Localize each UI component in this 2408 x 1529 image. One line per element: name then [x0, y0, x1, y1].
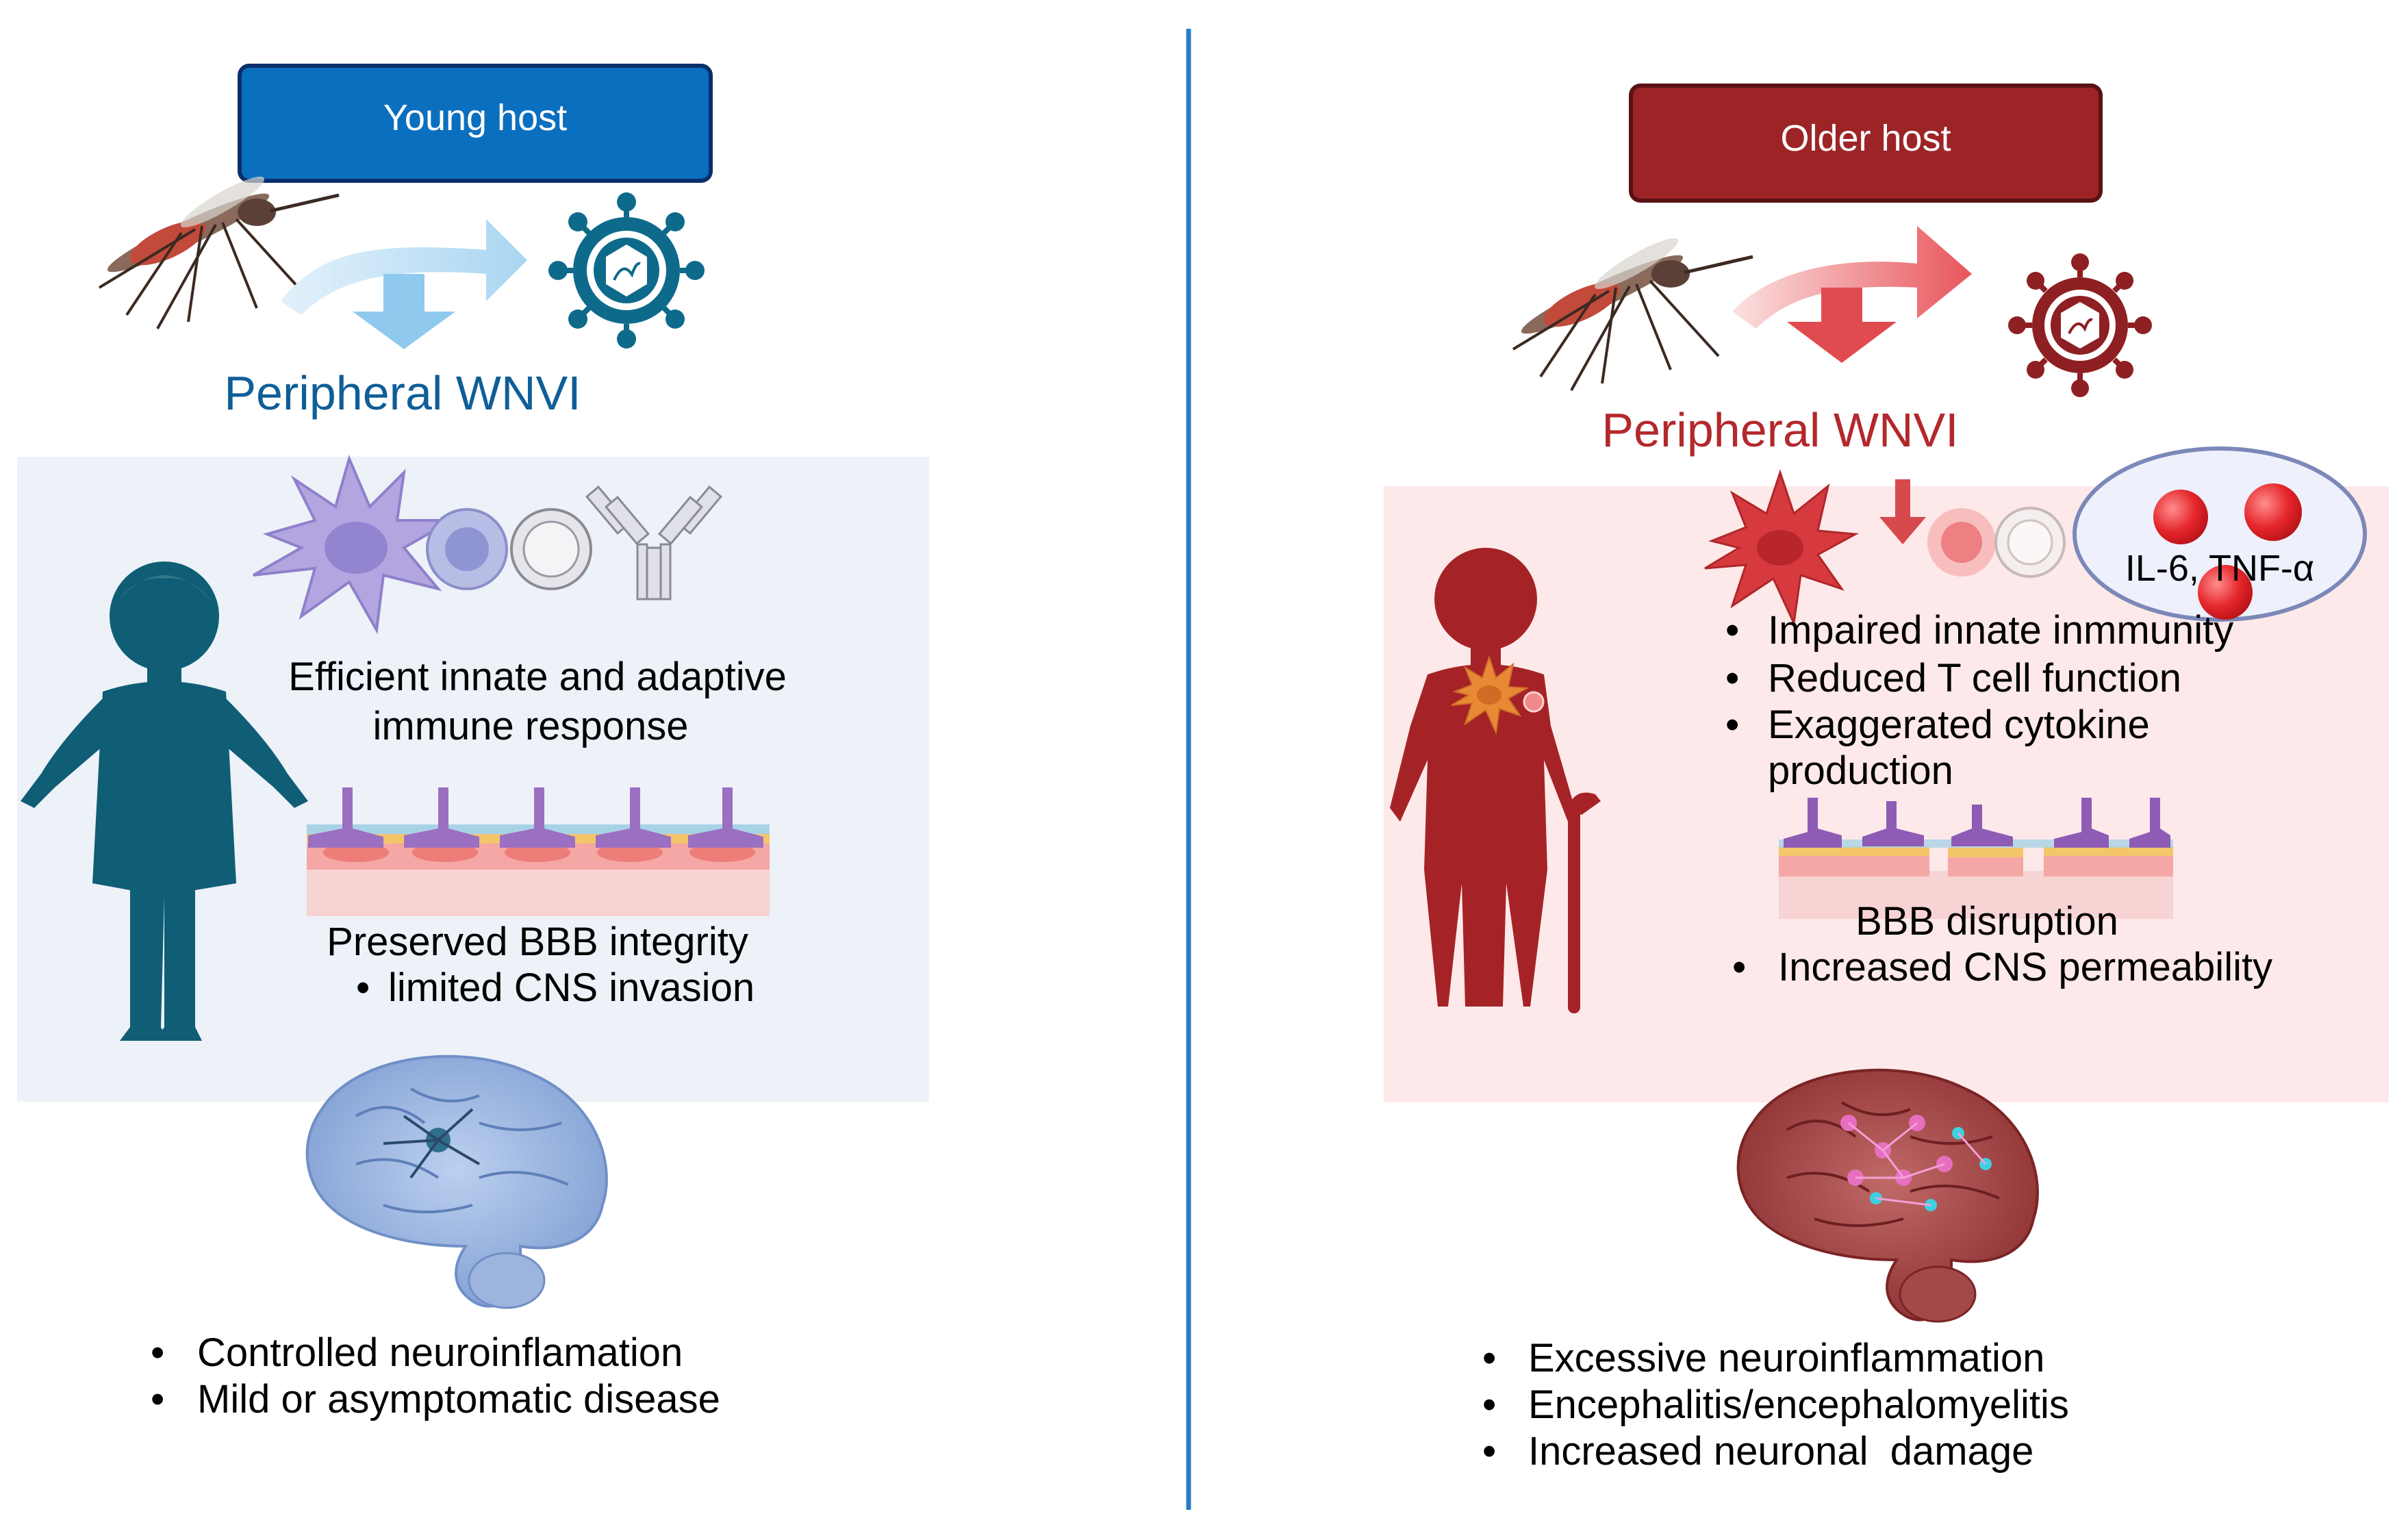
young-outcome-bullet-2: •	[151, 1377, 164, 1421]
antibody-icon	[585, 485, 723, 601]
lymphocyte-icon	[426, 508, 592, 590]
older-outcome-bullet-1: •	[1482, 1336, 1496, 1380]
older-outcome-bullet-2: •	[1482, 1382, 1496, 1427]
older-immune-bullet-3: Exaggerated cytokine	[1768, 703, 2150, 747]
body-dendritic-cell-icon	[1451, 655, 1545, 735]
older-outcome-3: Increased neuronal damage	[1528, 1429, 2033, 1474]
older-immune-bullet-marker-3: •	[1725, 703, 1739, 747]
child-silhouette-icon	[21, 561, 308, 1041]
older-immune-bullets: • Impaired innate inmmunity • Reduced T …	[1725, 608, 2233, 793]
down-arrow-icon	[1879, 479, 1926, 544]
lymphocyte-icon	[1927, 507, 2066, 578]
older-host-panel: Older host	[1384, 84, 2389, 1474]
young-outcome-2: Mild or asymptomatic disease	[197, 1377, 720, 1421]
older-outcomes-list: • Excessive neuroinflammation • Encephal…	[1482, 1336, 2069, 1474]
mosquito-icon	[1512, 238, 1753, 391]
young-host-title-box	[238, 64, 713, 183]
arrow-icon	[1732, 226, 1972, 363]
young-bbb-bullet-marker: •	[356, 965, 370, 1010]
young-infection-label: Peripheral WNVI	[224, 366, 581, 420]
young-bbb-bullet: limited CNS invasion	[388, 965, 755, 1010]
bbb-endothelium-icon	[307, 787, 770, 916]
elderly-silhouette-icon	[1390, 548, 1601, 1013]
older-immune-bullet-marker-1: •	[1725, 608, 1739, 653]
cytokine-label: IL-6, TNF-α	[2125, 548, 2314, 589]
young-bbb-title: Preserved BBB integrity	[327, 920, 748, 964]
dendritic-cell-icon	[1704, 469, 1860, 627]
older-immune-bullet-2: Reduced T cell function	[1768, 656, 2181, 700]
virus-icon	[548, 192, 705, 349]
older-host-title-box	[1629, 84, 2103, 203]
bbb-disrupted-icon	[1779, 798, 2173, 919]
young-outcomes-list: • Controlled neuroinflamation • Mild or …	[151, 1330, 720, 1421]
older-bbb-bullet: Increased CNS permeability	[1778, 945, 2272, 989]
older-bbb-title: BBB disruption	[1855, 899, 2118, 944]
cytokine-icon	[2073, 446, 2367, 622]
young-host-title: Young host	[383, 97, 567, 138]
young-immune-text-line1: Efficient innate and adaptive	[288, 655, 787, 699]
young-outcome-bullet-1: •	[151, 1330, 164, 1375]
virus-icon	[2008, 253, 2152, 397]
older-immune-bullet-1: Impaired innate inmmunity	[1768, 608, 2233, 653]
older-immune-bullet-marker-2: •	[1725, 656, 1739, 700]
young-immune-text-line2: immune response	[373, 704, 689, 748]
older-immune-bullet-3-cont: production	[1768, 748, 1953, 793]
older-bbb-bullet-marker: •	[1732, 945, 1746, 989]
brain-icon	[1736, 1068, 2039, 1323]
older-outcome-bullet-3: •	[1482, 1429, 1496, 1474]
dendritic-cell-icon	[253, 455, 457, 635]
older-host-title: Older host	[1780, 118, 1951, 159]
mosquito-icon	[98, 176, 340, 329]
brain-icon	[305, 1054, 608, 1309]
young-host-panel: Young host	[17, 64, 929, 1421]
arrow-icon	[281, 219, 527, 349]
older-outcome-2: Encephalitis/encephalomyelitis	[1528, 1382, 2069, 1427]
older-infection-label: Peripheral WNVI	[1601, 403, 1958, 457]
older-outcome-1: Excessive neuroinflammation	[1528, 1336, 2044, 1380]
young-outcome-1: Controlled neuroinflamation	[197, 1330, 683, 1375]
